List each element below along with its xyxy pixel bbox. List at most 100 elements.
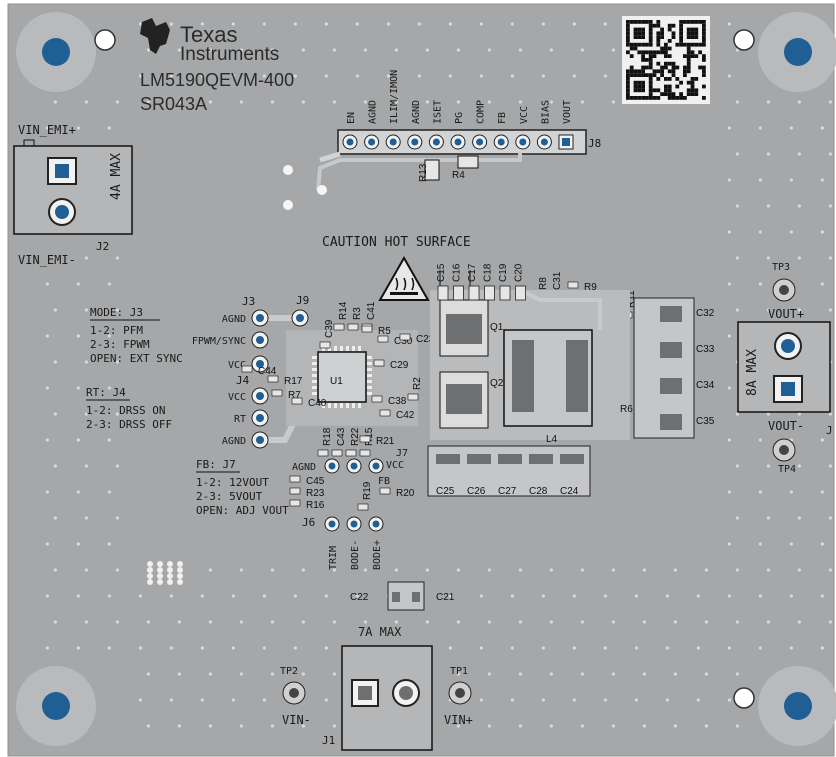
vin-minus-label: VIN- bbox=[282, 713, 311, 727]
ref-c24: C24 bbox=[560, 486, 579, 497]
ref-c15: C15 bbox=[436, 263, 447, 282]
ref-c33: C33 bbox=[696, 344, 715, 355]
ref-c27: C27 bbox=[498, 486, 517, 497]
j2-ref: J2 bbox=[96, 240, 109, 253]
j8-pin-label: EN bbox=[346, 112, 357, 124]
mode-row-1: 1-2: PFM bbox=[90, 324, 143, 337]
vin-emi-plus-label: VIN_EMI+ bbox=[18, 123, 76, 137]
j4-ref: J4 bbox=[236, 374, 250, 387]
bottom-pin-label: TRIM bbox=[328, 546, 339, 570]
j7-ref: J7 bbox=[396, 448, 408, 459]
ref-c41: C41 bbox=[366, 301, 377, 320]
mounting-hole-bottom-left bbox=[16, 666, 96, 746]
left-pin-column bbox=[251, 309, 309, 449]
ref-r5: R5 bbox=[378, 326, 391, 337]
j8-pin-label: COMP bbox=[476, 100, 487, 124]
ref-c29: C29 bbox=[390, 360, 409, 371]
j3-ref: J3 bbox=[242, 295, 255, 308]
ref-r6: R6 bbox=[620, 404, 633, 415]
ref-r16: R16 bbox=[306, 500, 325, 511]
ref-c23: C23 bbox=[416, 334, 435, 345]
j8-pin-label: BIAS bbox=[540, 100, 551, 124]
ref-c28: C28 bbox=[529, 486, 548, 497]
hot-surface-warning-icon bbox=[378, 255, 430, 301]
j8-pin-label: ISET bbox=[432, 100, 443, 124]
j8-ref: J8 bbox=[588, 137, 601, 150]
ref-c19: C19 bbox=[498, 263, 509, 282]
vin-plus-label: VIN+ bbox=[444, 713, 473, 727]
tp3-label: TP3 bbox=[772, 262, 790, 273]
ref-r22: R22 bbox=[350, 427, 361, 446]
ref-q1: Q1 bbox=[490, 322, 504, 333]
j6-ref: J6 bbox=[302, 516, 315, 529]
left-pin-label: VCC bbox=[228, 360, 246, 371]
j8-pin-label: AGND bbox=[411, 100, 422, 124]
mode-row-2: 2-3: FPWM bbox=[90, 338, 150, 351]
vout-minus-label: VOUT- bbox=[768, 419, 804, 433]
ref-c21: C21 bbox=[436, 592, 455, 603]
j1-rating: 7A MAX bbox=[358, 625, 402, 639]
j8-pin-label: PG bbox=[454, 112, 465, 124]
ref-r20: R20 bbox=[396, 488, 415, 499]
ref-r23: R23 bbox=[306, 488, 325, 499]
ref-r18: R18 bbox=[322, 427, 333, 446]
ref-c44: C44 bbox=[258, 366, 277, 377]
tp2-testpoint-icon bbox=[282, 681, 306, 705]
ref-c45: C45 bbox=[306, 476, 325, 487]
bottom-pin-group bbox=[324, 458, 384, 532]
ti-logo-icon bbox=[140, 18, 170, 54]
mode-title: MODE: J3 bbox=[90, 306, 143, 319]
ref-c34: C34 bbox=[696, 380, 715, 391]
output-connector-ref: J bbox=[826, 424, 833, 437]
rt-title: RT: J4 bbox=[86, 386, 126, 399]
mounting-hole-top-left bbox=[16, 12, 96, 92]
output-rating: 8A MAX bbox=[745, 349, 760, 396]
ref-r2: R2 bbox=[412, 377, 423, 390]
brand-line2: Instruments bbox=[180, 44, 279, 65]
j8-pin-label: ILIM/IMON bbox=[389, 70, 400, 124]
bottom-pin-label: BODE+ bbox=[372, 540, 383, 570]
tp4-testpoint-icon bbox=[772, 438, 796, 462]
j8-pin-label: VCC bbox=[519, 106, 530, 124]
ref-r7: R7 bbox=[288, 390, 301, 401]
board-id: SR043A bbox=[140, 94, 207, 114]
fb-row-3: OPEN: ADJ VOUT bbox=[196, 504, 289, 517]
mode-row-3: OPEN: EXT SYNC bbox=[90, 352, 183, 365]
j2-rating: 4A MAX bbox=[109, 153, 124, 200]
rt-row-1: 1-2: DRSS ON bbox=[86, 404, 165, 417]
ref-r4: R4 bbox=[452, 170, 465, 181]
caution-label: CAUTION HOT SURFACE bbox=[322, 235, 471, 250]
j2-connector bbox=[13, 139, 133, 235]
rt-row-2: 2-3: DRSS OFF bbox=[86, 418, 172, 431]
mode-table: MODE: J3 1-2: PFM 2-3: FPWM OPEN: EXT SY… bbox=[90, 306, 183, 365]
tp4-label: TP4 bbox=[778, 464, 796, 475]
ref-r8: R8 bbox=[538, 277, 549, 290]
bottom-agnd-label: AGND bbox=[292, 462, 316, 473]
ref-u1: U1 bbox=[330, 376, 343, 387]
ref-c32: C32 bbox=[696, 308, 715, 319]
fb-row-2: 2-3: 5VOUT bbox=[196, 490, 263, 503]
left-pin-label: AGND bbox=[222, 436, 246, 447]
ref-c17: C17 bbox=[467, 263, 478, 282]
ref-c31: C31 bbox=[552, 271, 563, 290]
j9-ref: J9 bbox=[296, 294, 309, 307]
ref-c20: C20 bbox=[514, 263, 525, 282]
rt-table: RT: J4 1-2: DRSS ON 2-3: DRSS OFF bbox=[86, 386, 172, 431]
j8-pin-label: FB bbox=[497, 112, 508, 124]
bottom-pin-label: BODE- bbox=[350, 540, 361, 570]
ref-r14: R14 bbox=[338, 301, 349, 320]
ref-r17: R17 bbox=[284, 376, 303, 387]
fiducial-bottom-right bbox=[733, 687, 755, 709]
ref-c25: C25 bbox=[436, 486, 455, 497]
stitching-vias bbox=[147, 561, 183, 585]
ref-c39: C39 bbox=[324, 319, 335, 338]
ref-c22: C22 bbox=[350, 592, 369, 603]
bottom-pin-labels: TRIM BODE- BODE+ bbox=[328, 540, 383, 570]
vout-plus-label: VOUT+ bbox=[768, 307, 804, 321]
board-name: LM5190QEVM-400 bbox=[140, 70, 294, 90]
vin-emi-minus-label: VIN_EMI- bbox=[18, 253, 76, 267]
fb-row-1: 1-2: 12VOUT bbox=[196, 476, 269, 489]
